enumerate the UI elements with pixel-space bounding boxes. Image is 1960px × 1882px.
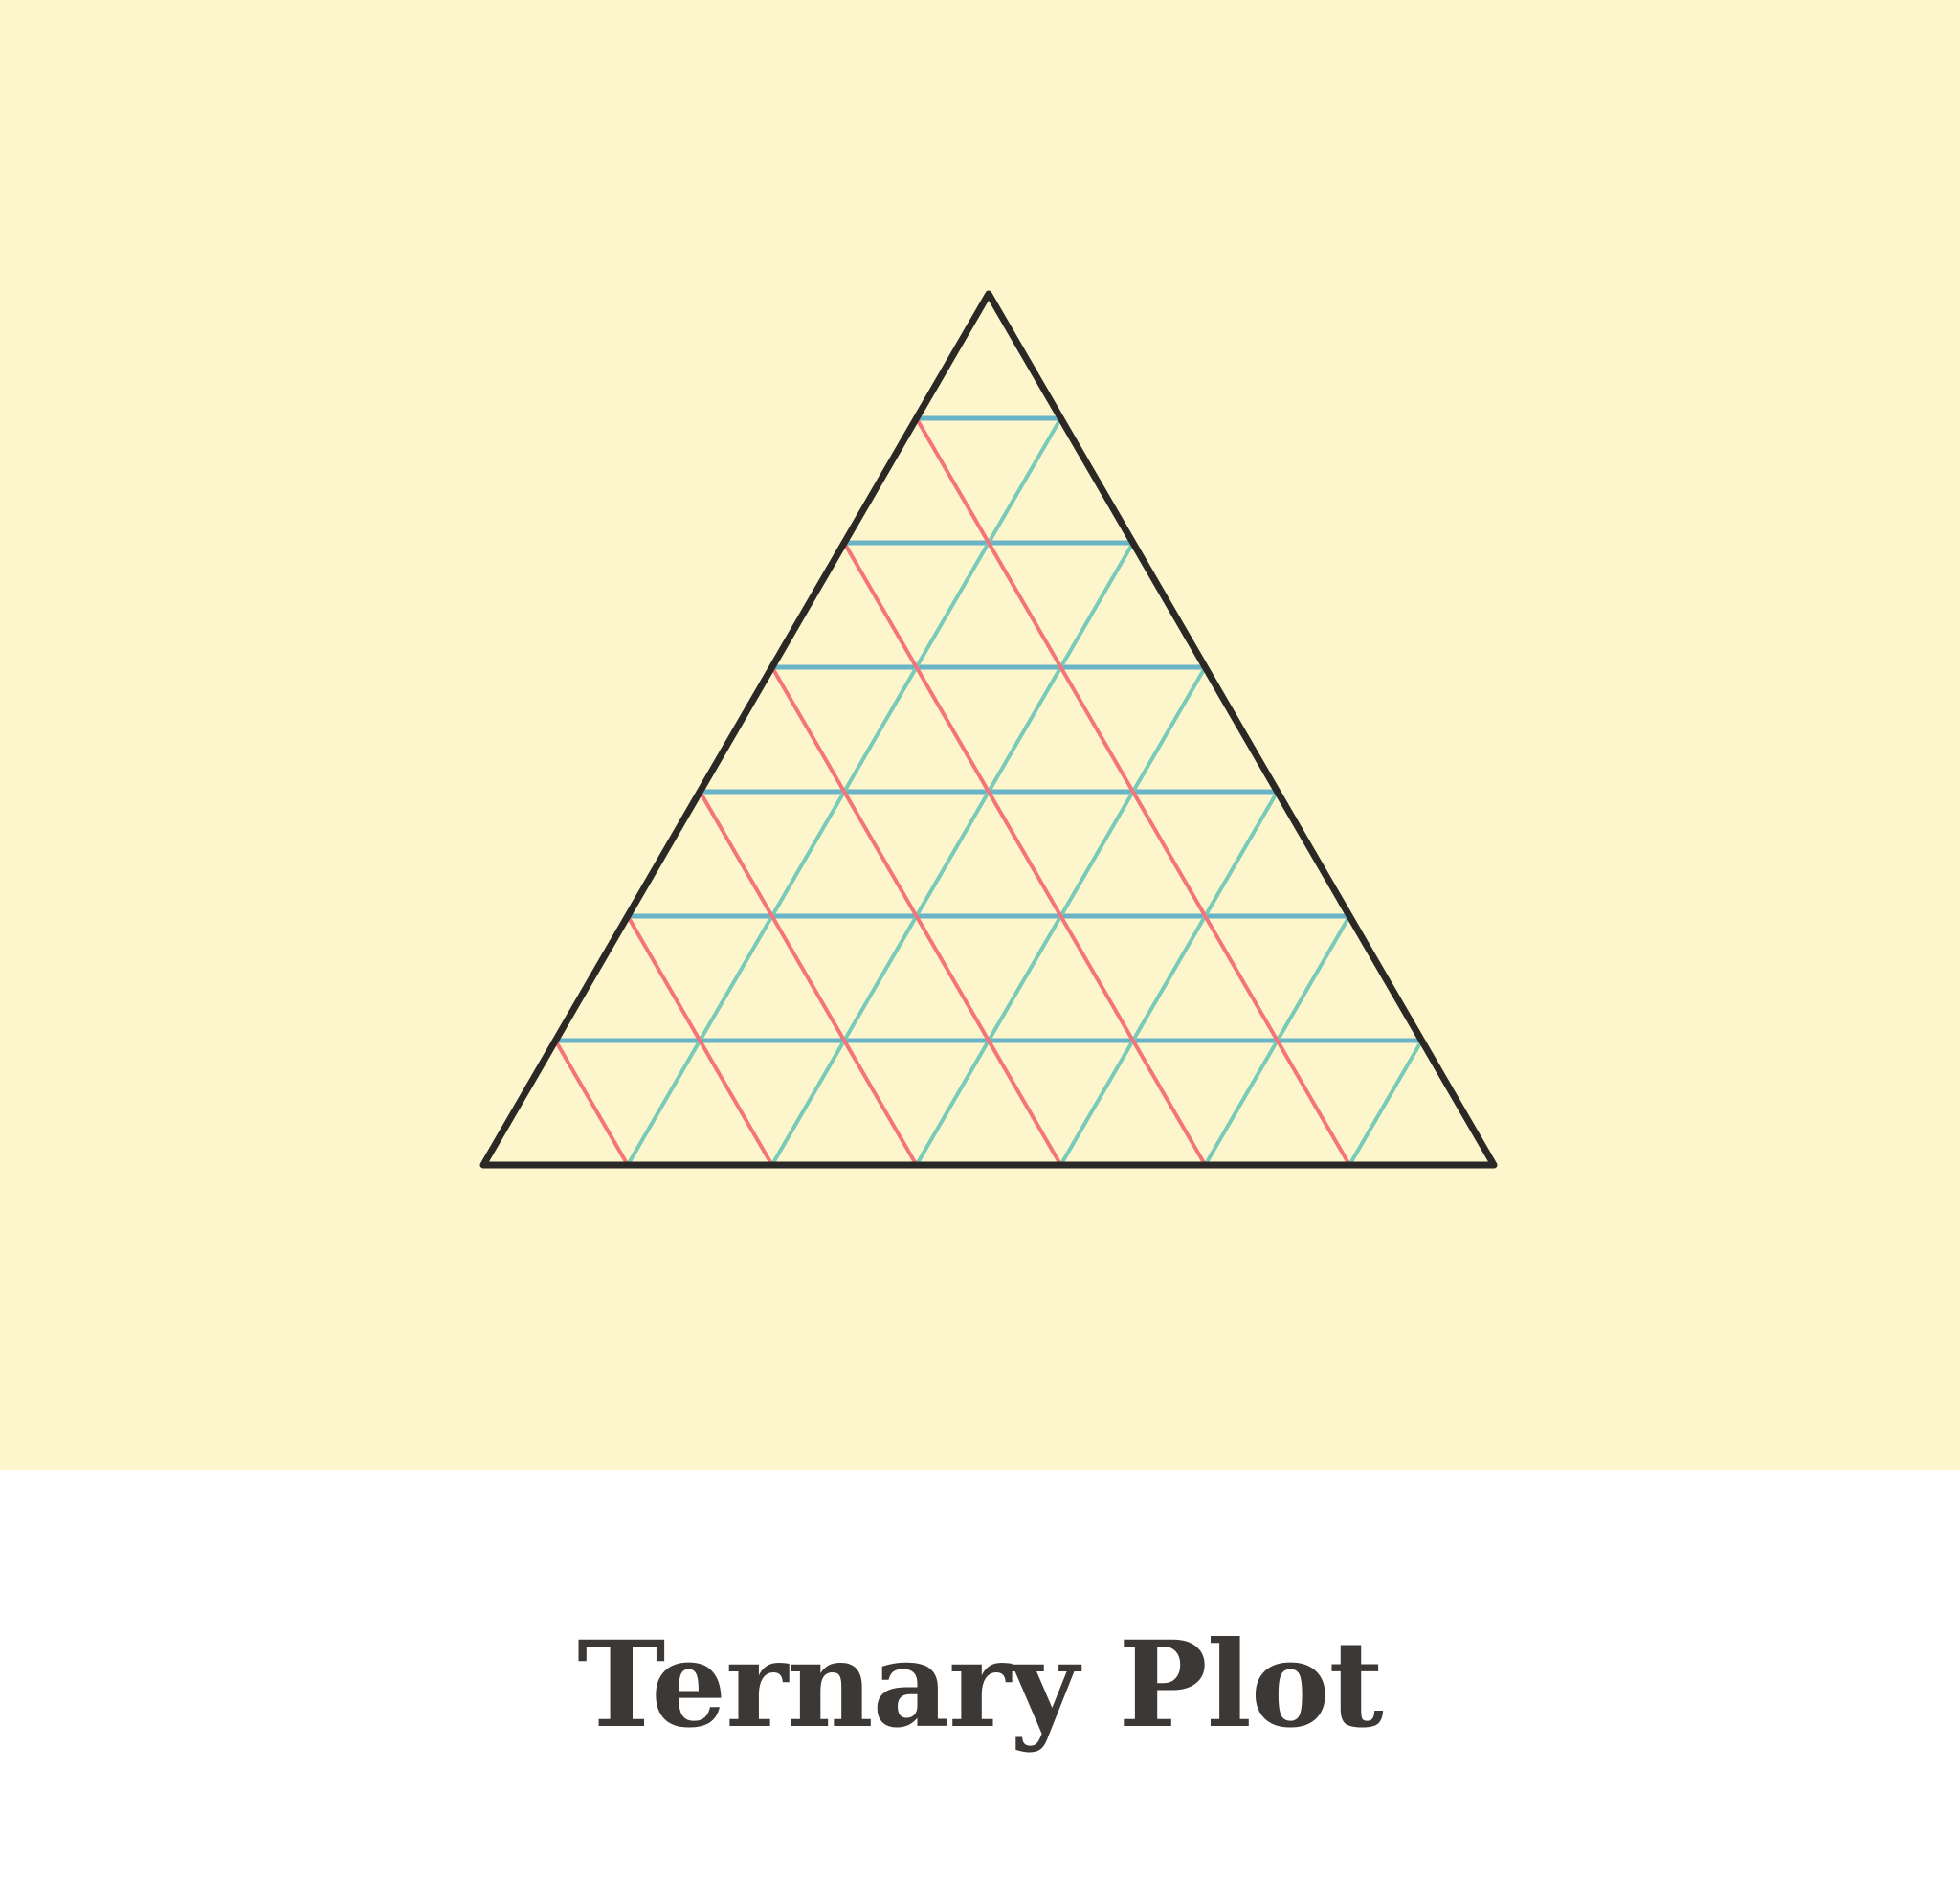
right-grid-line-2 [842,541,1208,1167]
ternary-plot-illustration [0,0,1960,1470]
illustration-panel [0,0,1960,1470]
left-grid-line-4 [1058,790,1280,1167]
right-grid-line-1 [914,416,1352,1167]
left-grid-line-6 [1348,1039,1424,1167]
right-grid-line-6 [553,1039,630,1167]
illustration-background [0,0,1960,1470]
right-grid-line-3 [769,665,1063,1167]
left-grid-line-2 [769,541,1135,1167]
right-grid-line-4 [698,790,919,1167]
triangle-outline [479,290,1498,1169]
right-grid-line-5 [625,914,774,1167]
right-diagonal-grid-lines [553,416,1352,1167]
caption-panel: Ternary Plot [0,1470,1960,1882]
page-title: Ternary Plot [577,1616,1384,1755]
